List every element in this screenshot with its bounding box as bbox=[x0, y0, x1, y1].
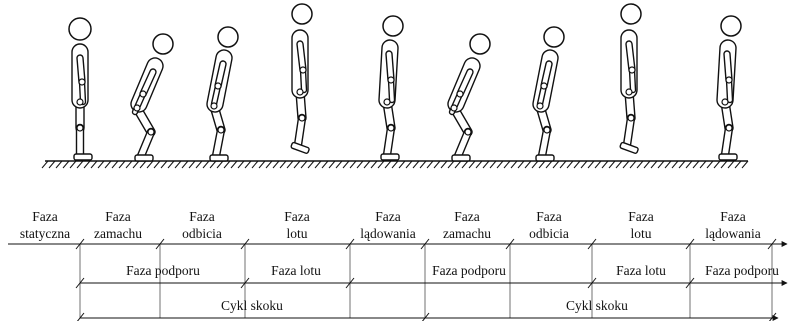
stick-figure-2 bbox=[130, 33, 174, 162]
head bbox=[291, 3, 313, 25]
foot bbox=[619, 141, 639, 154]
phase-8-line1: Faza bbox=[720, 209, 745, 224]
joint bbox=[217, 126, 225, 134]
head bbox=[720, 15, 742, 37]
phase-0-line2: statyczna bbox=[20, 226, 70, 241]
stick-figure-9 bbox=[716, 15, 742, 161]
phase-2-line1: Faza bbox=[189, 209, 214, 224]
joint bbox=[625, 88, 633, 96]
phase-1-line1: Faza bbox=[105, 209, 130, 224]
phase-0-line1: Faza bbox=[32, 209, 57, 224]
cycle-labels: Cykl skoku Cykl skoku bbox=[221, 298, 628, 313]
phase-7-line1: Faza bbox=[628, 209, 653, 224]
joint bbox=[725, 124, 733, 132]
phase-3-line2: lotu bbox=[286, 226, 307, 241]
head bbox=[68, 17, 92, 41]
phase-labels: Faza statyczna Faza zamachu Faza odbicia… bbox=[20, 209, 761, 241]
joint bbox=[450, 104, 458, 112]
stick-figure-5 bbox=[378, 15, 404, 161]
phase-7-line2: lotu bbox=[630, 226, 651, 241]
joint bbox=[543, 126, 551, 134]
joint bbox=[133, 104, 141, 112]
phase-6-line2: odbicia bbox=[529, 226, 569, 241]
stick-figure-1 bbox=[68, 17, 93, 161]
stick-figure-3 bbox=[206, 26, 239, 162]
stick-figure-8 bbox=[619, 3, 642, 154]
foot bbox=[535, 154, 555, 162]
timeline bbox=[8, 238, 788, 321]
joint bbox=[383, 98, 391, 106]
cycle-label-0: Cykl skoku bbox=[221, 298, 283, 313]
foot bbox=[451, 154, 471, 162]
joint bbox=[628, 66, 636, 74]
head bbox=[217, 26, 239, 48]
support-label-2: Faza podporu bbox=[432, 263, 506, 278]
support-label-3: Faza lotu bbox=[616, 263, 666, 278]
joint bbox=[464, 128, 472, 136]
phase-5-line1: Faza bbox=[454, 209, 479, 224]
phase-6-line1: Faza bbox=[536, 209, 561, 224]
foot bbox=[380, 153, 400, 161]
support-label-4: Faza podporu bbox=[705, 263, 779, 278]
joint bbox=[76, 98, 84, 106]
foot bbox=[718, 153, 738, 161]
stick-figure-7 bbox=[532, 26, 565, 162]
foot bbox=[290, 141, 310, 154]
head bbox=[469, 33, 491, 55]
foot bbox=[209, 154, 229, 162]
joint bbox=[76, 124, 84, 132]
stick-figure-6 bbox=[447, 33, 491, 162]
cycle-label-1: Cykl skoku bbox=[566, 298, 628, 313]
phase-4-line1: Faza bbox=[375, 209, 400, 224]
support-label-0: Faza podporu bbox=[126, 263, 200, 278]
foot bbox=[134, 154, 154, 162]
joint bbox=[536, 102, 544, 110]
phase-1-line2: zamachu bbox=[94, 226, 142, 241]
joint bbox=[147, 128, 155, 136]
joint bbox=[725, 76, 733, 84]
joint bbox=[387, 76, 395, 84]
head bbox=[620, 3, 642, 25]
phase-5-line2: zamachu bbox=[443, 226, 491, 241]
figures-group bbox=[68, 3, 742, 162]
joint bbox=[299, 66, 307, 74]
phase-4-line2: lądowania bbox=[360, 226, 415, 241]
joint bbox=[214, 82, 222, 90]
joint bbox=[721, 98, 729, 106]
joint bbox=[78, 78, 86, 86]
head bbox=[382, 15, 404, 37]
phase-3-line1: Faza bbox=[284, 209, 309, 224]
joint bbox=[296, 88, 304, 96]
joint bbox=[540, 82, 548, 90]
head bbox=[543, 26, 565, 48]
ground bbox=[41, 160, 749, 169]
phase-2-line2: odbicia bbox=[182, 226, 222, 241]
foot bbox=[73, 153, 93, 161]
support-label-1: Faza lotu bbox=[271, 263, 321, 278]
joint bbox=[627, 114, 635, 122]
joint bbox=[456, 90, 464, 98]
support-labels: Faza podporu Faza lotu Faza podporu Faza… bbox=[126, 263, 779, 278]
head bbox=[152, 33, 174, 55]
stick-figure-4 bbox=[290, 3, 313, 154]
joint bbox=[298, 114, 306, 122]
joint bbox=[210, 102, 218, 110]
joint bbox=[387, 124, 395, 132]
joint bbox=[139, 90, 147, 98]
phase-8-line2: lądowania bbox=[705, 226, 760, 241]
